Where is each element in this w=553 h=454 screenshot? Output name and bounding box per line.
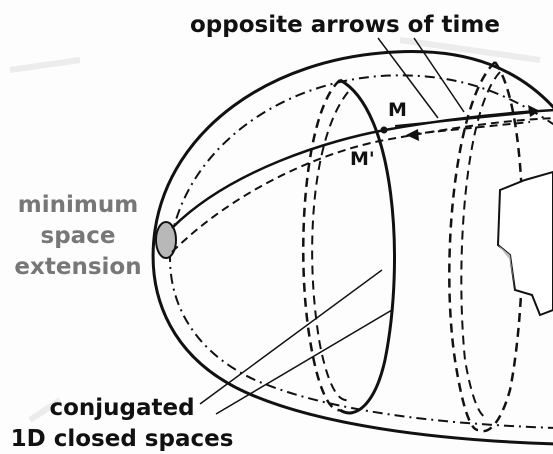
leader-top-2 (413, 37, 465, 113)
label-opposite-arrows: opposite arrows of time (190, 12, 500, 38)
background-sketch (9, 37, 541, 423)
world-line-lower (171, 117, 553, 253)
leader-bottom-2 (215, 309, 393, 415)
arrow-backward-line (411, 121, 531, 135)
leader-lines (199, 37, 465, 415)
cross-section-2-front (477, 61, 524, 433)
cross-section-2-inner (460, 71, 501, 419)
arrow-forward-head (528, 105, 540, 117)
right-shaded-block (496, 170, 553, 317)
cross-section-1-front (339, 78, 396, 415)
arrow-backward-head (406, 129, 419, 141)
label-minimum-line1: minimum (18, 192, 138, 218)
leader-bottom-1 (199, 269, 383, 405)
cross-section-1-back (302, 79, 341, 412)
outer-shell-outline (151, 50, 553, 446)
label-minimum-line2: space (41, 223, 116, 249)
minimum-extension-ellipse (155, 221, 177, 259)
outer-shell-dashdot (169, 74, 553, 429)
label-conjugated-line2: 1D closed spaces (11, 426, 234, 452)
time-arrows (394, 105, 540, 141)
label-point-m: M (388, 99, 407, 121)
label-minimum-line3: extension (14, 254, 141, 280)
label-point-m-prime: M' (350, 148, 375, 170)
cross-section-2-back (448, 61, 496, 432)
leader-top-1 (377, 37, 439, 119)
label-conjugated-line1: conjugated (49, 395, 194, 421)
right-shaded-face (498, 245, 515, 290)
cross-section-1-inner (311, 91, 349, 402)
arrow-forward-line (394, 111, 536, 127)
point-m-marker (380, 126, 388, 134)
